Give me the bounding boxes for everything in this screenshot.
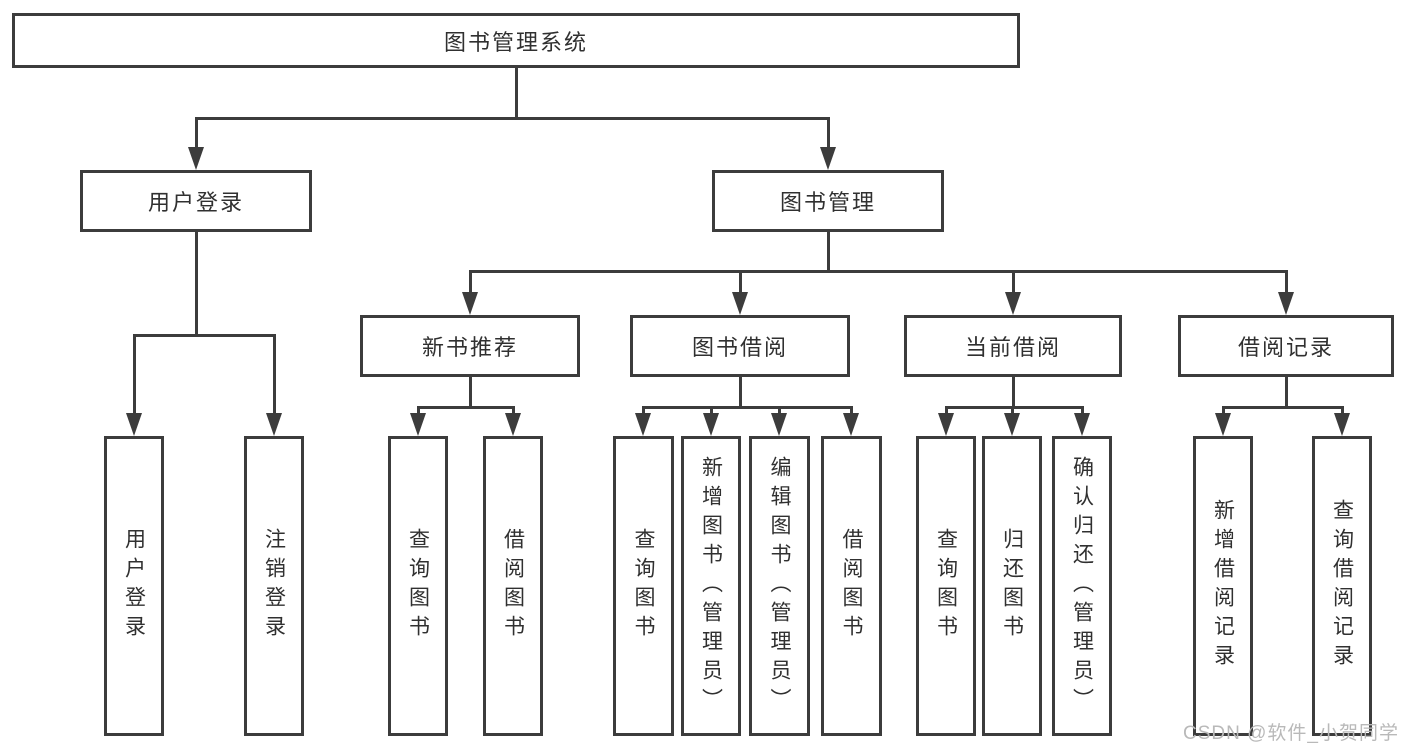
connector-new-book-branch	[417, 406, 515, 409]
connector-new-book-arrow-2	[512, 406, 515, 413]
leaf-nb-borrow-books-label: 借阅图书	[501, 528, 525, 644]
connector-book-borrow-arrow-3	[778, 406, 781, 413]
leaf-logout-label: 注销登录	[262, 528, 286, 644]
leaf-bw-borrow-books: 借阅图书	[821, 436, 882, 736]
connector-root-arrow-left	[195, 117, 198, 147]
connector-book-mgmt-stem	[827, 232, 830, 271]
connector-user-login-branch	[133, 334, 275, 337]
connector-book-borrow-stem	[739, 377, 742, 407]
connector-book-borrow-branch	[642, 406, 852, 409]
leaf-bw-query-books-label: 查询图书	[632, 528, 655, 644]
arrowhead-new-book	[462, 292, 478, 315]
arrowhead-book-borrow	[732, 292, 748, 315]
connector-book-mgmt-arrow-4	[1285, 270, 1288, 292]
leaf-br-add-record-label: 新增借阅记录	[1211, 499, 1235, 673]
node-root-label: 图书管理系统	[443, 29, 588, 55]
node-borrow-records-label: 借阅记录	[1237, 335, 1334, 360]
connector-book-borrow-arrow-1	[642, 406, 645, 413]
connector-book-borrow-arrow-4	[850, 406, 853, 413]
arrowhead-br-query	[1334, 413, 1350, 436]
connector-current-borrow-arrow-1	[945, 406, 948, 413]
connector-book-mgmt-arrow-1	[469, 270, 472, 292]
arrowhead-nb-borrow	[505, 413, 521, 436]
node-user-login-label: 用户登录	[147, 190, 244, 215]
arrowhead-nb-query	[410, 413, 426, 436]
leaf-bw-query-books: 查询图书	[613, 436, 674, 736]
leaf-nb-query-books-label: 查询图书	[406, 528, 430, 644]
node-new-book-label: 新书推荐	[421, 335, 518, 360]
node-root: 图书管理系统	[12, 13, 1020, 68]
connector-book-borrow-arrow-2	[710, 406, 713, 413]
node-book-mgmt: 图书管理	[712, 170, 944, 232]
arrowhead-bw-query	[635, 413, 651, 436]
arrowhead-current-borrow	[1005, 292, 1021, 315]
leaf-bw-edit-book-admin: 编辑图书（管理员）	[749, 436, 810, 736]
connector-borrow-records-stem	[1285, 377, 1288, 407]
connector-user-login-arrow-2	[273, 334, 276, 413]
leaf-user-login-label: 用户登录	[122, 528, 146, 644]
arrowhead-book-mgmt	[820, 147, 836, 170]
arrowhead-bw-add	[703, 413, 719, 436]
connector-new-book-arrow-1	[417, 406, 420, 413]
leaf-cb-return-books: 归还图书	[982, 436, 1042, 736]
node-current-borrow-label: 当前借阅	[964, 335, 1061, 360]
connector-borrow-records-arrow-1	[1222, 406, 1225, 413]
node-user-login: 用户登录	[80, 170, 312, 232]
leaf-bw-add-book-admin: 新增图书（管理员）	[681, 436, 741, 736]
node-book-borrow: 图书借阅	[630, 315, 850, 377]
arrowhead-user-login	[188, 147, 204, 170]
arrowhead-bw-borrow	[843, 413, 859, 436]
leaf-bw-borrow-books-label: 借阅图书	[840, 528, 863, 644]
node-book-mgmt-label: 图书管理	[779, 190, 876, 215]
leaf-cb-confirm-return-admin: 确认归还（管理员）	[1052, 436, 1112, 736]
leaf-user-login: 用户登录	[104, 436, 164, 736]
arrowhead-leaf-logout	[266, 413, 282, 436]
leaf-cb-return-books-label: 归还图书	[1000, 528, 1024, 644]
leaf-cb-confirm-return-admin-label: 确认归还（管理员）	[1070, 455, 1094, 717]
connector-user-login-stem	[195, 232, 198, 335]
connector-borrow-records-arrow-2	[1341, 406, 1344, 413]
arrowhead-cb-confirm	[1074, 413, 1090, 436]
leaf-nb-query-books: 查询图书	[388, 436, 448, 736]
node-current-borrow: 当前借阅	[904, 315, 1122, 377]
connector-current-borrow-arrow-3	[1081, 406, 1084, 413]
arrowhead-borrow-records	[1278, 292, 1294, 315]
leaf-br-query-record: 查询借阅记录	[1312, 436, 1372, 736]
watermark-text: CSDN @软件_小贺同学	[1183, 723, 1399, 744]
leaf-bw-edit-book-admin-label: 编辑图书（管理员）	[768, 455, 791, 717]
connector-book-mgmt-branch	[469, 270, 1287, 273]
arrowhead-leaf-user-login	[126, 413, 142, 436]
arrowhead-cb-query	[938, 413, 954, 436]
connector-book-mgmt-arrow-2	[739, 270, 742, 292]
connector-new-book-stem	[469, 377, 472, 407]
connector-current-borrow-stem	[1012, 377, 1015, 407]
connector-root-arrow-right	[827, 117, 830, 147]
node-book-borrow-label: 图书借阅	[691, 335, 788, 360]
leaf-bw-add-book-admin-label: 新增图书（管理员）	[699, 455, 723, 717]
connector-root-branch	[195, 117, 829, 120]
node-new-book: 新书推荐	[360, 315, 580, 377]
connector-current-borrow-branch	[945, 406, 1083, 409]
leaf-cb-query-books-label: 查询图书	[934, 528, 958, 644]
leaf-cb-query-books: 查询图书	[916, 436, 976, 736]
connector-borrow-records-branch	[1222, 406, 1343, 409]
connector-root-stem	[515, 68, 518, 118]
connector-current-borrow-arrow-2	[1011, 406, 1014, 413]
leaf-nb-borrow-books: 借阅图书	[483, 436, 543, 736]
leaf-br-query-record-label: 查询借阅记录	[1330, 499, 1354, 673]
arrowhead-bw-edit	[771, 413, 787, 436]
arrowhead-cb-return	[1004, 413, 1020, 436]
leaf-logout: 注销登录	[244, 436, 304, 736]
connector-user-login-arrow-1	[133, 334, 136, 413]
leaf-br-add-record: 新增借阅记录	[1193, 436, 1253, 736]
node-borrow-records: 借阅记录	[1178, 315, 1394, 377]
connector-book-mgmt-arrow-3	[1012, 270, 1015, 292]
arrowhead-br-add	[1215, 413, 1231, 436]
